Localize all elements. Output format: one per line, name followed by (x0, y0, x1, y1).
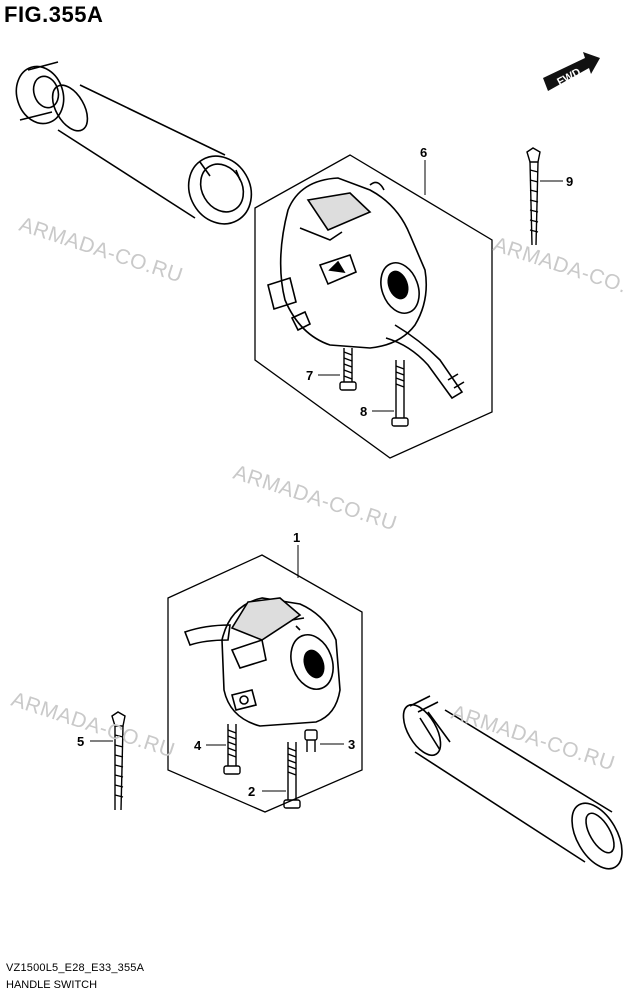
fwd-label: FWD (555, 66, 583, 88)
assembly-box-lower (167, 554, 363, 813)
figure-caption: HANDLE SWITCH (6, 979, 98, 991)
cable-tie-5 (111, 711, 126, 811)
screw-3 (304, 729, 318, 752)
screw-2 (283, 742, 301, 809)
callout-8: 8 (360, 404, 367, 419)
callout-leaders-upper (318, 160, 563, 412)
callout-1: 1 (293, 530, 300, 545)
grip-end-weight (15, 61, 65, 125)
assembly-box-upper (254, 154, 493, 459)
forward-arrow-icon: FWD (543, 52, 600, 91)
callout-9: 9 (566, 174, 573, 189)
callout-7: 7 (306, 368, 313, 383)
screw-4 (223, 724, 241, 775)
screw-7 (339, 348, 357, 391)
watermark-1: ARMADA-CO.RU (16, 213, 185, 288)
left-handle-switch (267, 177, 465, 400)
callout-leaders-lower (90, 545, 344, 792)
watermark-2: ARMADA-CO.RU (490, 233, 624, 308)
figure-title: FIG.355A (4, 2, 104, 27)
right-handle-switch (183, 597, 341, 727)
screw-8 (391, 360, 409, 427)
watermark-4: ARMADA-CO.RU (8, 688, 177, 763)
cable-tie-9 (526, 147, 541, 246)
left-handle-grip (51, 84, 253, 225)
callout-5: 5 (77, 734, 84, 749)
callout-4: 4 (194, 738, 202, 753)
figure-code: VZ1500L5_E28_E33_355A (6, 962, 145, 974)
callout-3: 3 (348, 737, 355, 752)
callout-2: 2 (248, 784, 255, 799)
watermark-3: ARMADA-CO.RU (230, 461, 399, 536)
callout-6: 6 (420, 145, 427, 160)
throttle-grip (402, 695, 623, 870)
